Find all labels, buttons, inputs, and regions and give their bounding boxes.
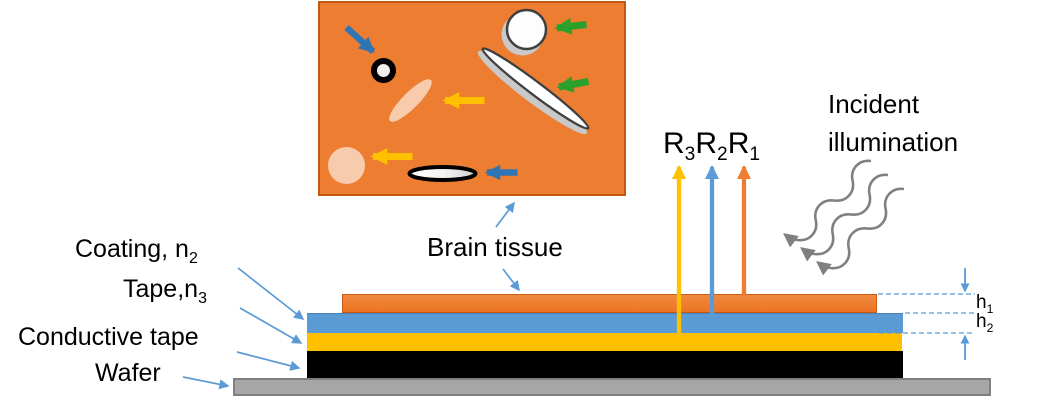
flat-outlined-cell: [407, 165, 478, 182]
wafer-leader-arrow: [182, 376, 230, 390]
layer-brain-tissue-slice: [342, 294, 877, 313]
tissue-features-graphic: [328, 8, 590, 184]
reflection-labels: R3R2R1: [663, 127, 761, 165]
faint-round-cell: [328, 147, 365, 184]
blue-pointer-arrow-icon: [344, 25, 376, 54]
wavy-illumination-arrow: [800, 173, 889, 262]
conductive-tape-leader-arrow: [236, 351, 301, 371]
tape-leader-arrow: [239, 307, 303, 344]
layer-tape: [307, 333, 902, 351]
incident-illumination-label: Incident illumination: [828, 89, 959, 157]
large-round-cell: [505, 8, 548, 51]
brain-tissue-label: Brain tissue: [427, 232, 563, 262]
wavy-illumination-arrow: [816, 187, 905, 276]
brain-tissue-to-layer-arrow: [502, 268, 520, 292]
thickness-label-h2: h2: [976, 311, 994, 335]
coating-subscript: 2: [188, 250, 198, 267]
coating-label: Coating, n2: [75, 235, 198, 267]
conductive-tape-label: Conductive tape: [18, 323, 199, 351]
tape-label: Tape,n3: [123, 275, 207, 307]
reflection-label-r1: R1: [727, 127, 761, 165]
layer-conductive-tape: [307, 351, 903, 378]
elongated-cell: [481, 47, 590, 130]
coating-leader-arrow: [237, 267, 305, 320]
faint-elongated-cell: [389, 79, 432, 122]
tape-subscript: 3: [198, 290, 207, 307]
green-pointer-arrow-icon: [556, 76, 590, 93]
wafer-label: Wafer: [95, 359, 161, 387]
wavy-illumination-arrow: [783, 159, 872, 248]
brain-tissue-inset: [318, 1, 626, 196]
reflection-label-r2: R2: [695, 127, 728, 165]
reflection-label-r3: R3: [663, 127, 696, 165]
layer-coating: [307, 313, 903, 333]
thickness-label-h1: h1: [976, 292, 994, 316]
ring-cell: [371, 58, 396, 83]
brain-tissue-to-inset-arrow: [495, 201, 515, 228]
layer-wafer: [233, 378, 991, 396]
green-pointer-arrow-icon: [554, 17, 587, 35]
